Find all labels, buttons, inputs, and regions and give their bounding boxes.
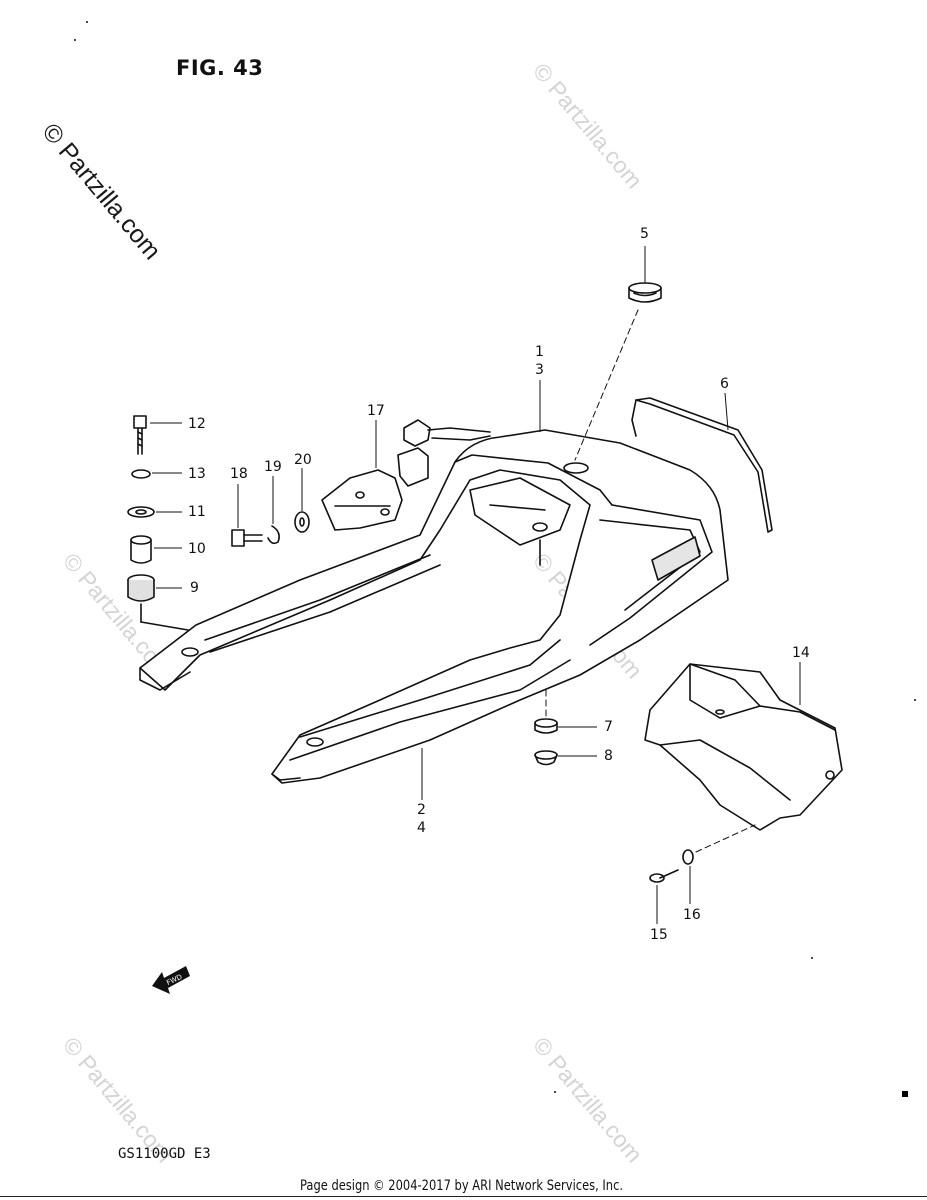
washer-20 bbox=[294, 511, 310, 533]
seat-lock-17 bbox=[321, 419, 491, 531]
trim-strip-6 bbox=[631, 399, 637, 437]
cushion-9 bbox=[127, 574, 155, 602]
screw-15 bbox=[649, 869, 679, 883]
callout-2: 2 bbox=[417, 802, 426, 818]
callout-3: 3 bbox=[535, 362, 544, 378]
callout-14: 14 bbox=[792, 645, 810, 661]
trim-strip-6 bbox=[635, 397, 773, 533]
callout-4: 4 bbox=[417, 820, 426, 836]
callout-1: 1 bbox=[535, 344, 544, 360]
callout-20: 20 bbox=[294, 452, 312, 468]
washer-11 bbox=[127, 506, 155, 518]
washer-7 bbox=[534, 718, 558, 734]
washer-13 bbox=[131, 469, 151, 479]
callout-12: 12 bbox=[188, 416, 206, 432]
callout-18: 18 bbox=[230, 466, 248, 482]
callout-11: 11 bbox=[188, 504, 206, 520]
callout-15: 15 bbox=[650, 927, 668, 943]
footer-divider bbox=[0, 1196, 927, 1197]
seat-tail-cover bbox=[139, 429, 729, 784]
fwd-arrow-icon bbox=[152, 966, 190, 994]
callout-16: 16 bbox=[683, 907, 701, 923]
model-code: GS1100GD E3 bbox=[118, 1146, 211, 1162]
callout-8: 8 bbox=[604, 748, 613, 764]
callout-6: 6 bbox=[720, 376, 729, 392]
footer-copyright: Page design © 2004-2017 by ARI Network S… bbox=[300, 1178, 624, 1194]
callout-7: 7 bbox=[604, 719, 613, 735]
callout-17: 17 bbox=[367, 403, 385, 419]
callout-10: 10 bbox=[188, 541, 206, 557]
lock-washer-19 bbox=[267, 525, 280, 545]
fwd-label: FWD bbox=[165, 973, 183, 987]
corner-mark bbox=[902, 1091, 908, 1097]
figure-title: FIG. 43 bbox=[176, 56, 264, 80]
collar-10 bbox=[130, 535, 152, 564]
grommet-5 bbox=[628, 282, 662, 303]
callout-13: 13 bbox=[188, 466, 206, 482]
callout-19: 19 bbox=[264, 459, 282, 475]
bolt-18 bbox=[231, 529, 263, 547]
cover-14 bbox=[644, 663, 843, 831]
callout-5: 5 bbox=[640, 226, 649, 242]
bolt-12 bbox=[133, 415, 147, 455]
nut-8 bbox=[534, 750, 558, 766]
callout-9: 9 bbox=[190, 580, 199, 596]
washer-16 bbox=[682, 849, 694, 865]
